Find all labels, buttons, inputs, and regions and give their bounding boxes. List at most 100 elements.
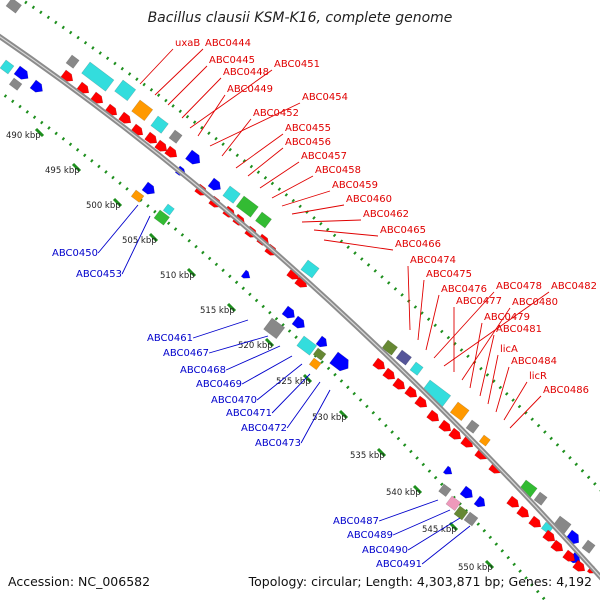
forward-gene-label: ABC0486 bbox=[543, 385, 589, 396]
gene-feature bbox=[281, 305, 295, 319]
gene-leader-line bbox=[154, 48, 204, 96]
gene-feature bbox=[459, 485, 473, 499]
gene-box bbox=[153, 209, 170, 226]
gene-feature bbox=[381, 339, 398, 356]
reverse-gene-label: ABC0467 bbox=[163, 348, 209, 359]
gene-leader-line bbox=[286, 381, 321, 429]
gene-leader-line bbox=[225, 345, 281, 371]
forward-gene-label: ABC0480 bbox=[512, 297, 558, 308]
gene-arrow bbox=[13, 65, 29, 80]
gene-arrow bbox=[207, 177, 221, 191]
gene-arrow bbox=[528, 515, 542, 528]
gene-leader-line bbox=[209, 102, 301, 147]
reverse-gene-label: ABC0489 bbox=[347, 530, 393, 541]
gene-feature bbox=[222, 185, 241, 204]
gene-box bbox=[445, 495, 462, 511]
forward-gene-label: ABC0457 bbox=[301, 151, 347, 162]
gene-leader-line bbox=[271, 175, 314, 199]
gene-arrow bbox=[392, 377, 406, 390]
gene-feature bbox=[153, 209, 170, 226]
gene-feature bbox=[315, 335, 328, 348]
gene-arrow bbox=[90, 91, 104, 104]
gene-arrow bbox=[154, 139, 168, 152]
gene-box bbox=[449, 401, 470, 422]
gene-arrow bbox=[438, 419, 452, 432]
gene-leader-line bbox=[235, 133, 284, 169]
gene-arrow bbox=[141, 181, 155, 195]
gene-box bbox=[465, 419, 480, 434]
gene-arrow bbox=[542, 529, 556, 542]
gene-box bbox=[533, 491, 548, 506]
scale-tick bbox=[484, 559, 495, 570]
gene-box bbox=[312, 347, 327, 361]
forward-gene-label: ABC0448 bbox=[223, 67, 269, 78]
gene-feature bbox=[29, 79, 43, 93]
forward-gene-label: ABC0481 bbox=[496, 324, 542, 335]
gene-box bbox=[0, 59, 15, 75]
gene-leader-line bbox=[181, 77, 222, 119]
scale-tick bbox=[34, 127, 45, 138]
gene-leader-line bbox=[378, 499, 439, 522]
scale-tick-label: 500 kbp bbox=[86, 201, 121, 211]
gene-feature bbox=[438, 483, 452, 497]
gene-feature bbox=[90, 91, 104, 104]
forward-gene-label: ABC0459 bbox=[332, 180, 378, 191]
accession-text: Accession: NC_006582 bbox=[8, 574, 151, 589]
gene-leader-line bbox=[425, 294, 440, 351]
gene-leader-line bbox=[121, 215, 151, 275]
gene-feature bbox=[81, 61, 115, 92]
gene-feature bbox=[235, 195, 259, 218]
gene-feature bbox=[465, 419, 480, 434]
gene-feature bbox=[150, 115, 169, 134]
gene-feature bbox=[255, 211, 272, 229]
gene-box bbox=[381, 339, 398, 356]
gene-leader-line bbox=[139, 48, 174, 85]
gene-box bbox=[438, 483, 452, 497]
gene-box bbox=[8, 77, 23, 91]
gene-feature bbox=[395, 349, 412, 366]
gene-leader-line bbox=[189, 69, 273, 129]
forward-gene-label: ABC0466 bbox=[395, 239, 441, 250]
gene-box bbox=[263, 317, 286, 340]
gene-feature bbox=[516, 505, 530, 518]
gene-box bbox=[235, 195, 259, 218]
gene-arrow bbox=[506, 495, 520, 508]
scale-tick-label: 520 kbp bbox=[238, 341, 273, 351]
forward-gene-label: ABC0445 bbox=[209, 55, 255, 66]
scale-tick-label: 510 kbp bbox=[160, 271, 195, 281]
forward-gene-label: ABC0482 bbox=[551, 281, 597, 292]
gene-feature bbox=[240, 269, 251, 279]
reverse-gene-label: ABC0470 bbox=[211, 395, 257, 406]
gene-arrow bbox=[459, 485, 473, 499]
gene-box bbox=[409, 361, 424, 376]
gene-box bbox=[463, 511, 479, 527]
reverse-gene-label: ABC0473 bbox=[255, 438, 301, 449]
gene-leader-line bbox=[247, 147, 284, 177]
gene-leader-line bbox=[241, 355, 293, 385]
gene-feature bbox=[5, 0, 22, 14]
gene-feature bbox=[0, 59, 15, 75]
gene-feature bbox=[154, 139, 168, 152]
forward-gene-label: ABC0474 bbox=[410, 255, 456, 266]
gene-feature bbox=[263, 317, 286, 340]
forward-gene-label: ABC0452 bbox=[253, 108, 299, 119]
gene-arrow bbox=[291, 315, 305, 329]
scale-tick bbox=[112, 197, 123, 208]
gene-feature bbox=[533, 491, 548, 506]
gene-feature bbox=[438, 419, 452, 432]
gene-box bbox=[131, 99, 154, 122]
gene-feature bbox=[207, 177, 221, 191]
gene-leader-line bbox=[392, 509, 451, 536]
gene-leader-line bbox=[323, 239, 394, 251]
gene-leader-line bbox=[407, 265, 411, 331]
forward-gene-label: ABC0456 bbox=[285, 137, 331, 148]
gene-leader-line bbox=[221, 118, 252, 157]
gene-feature bbox=[114, 79, 137, 102]
reverse-gene-label: ABC0461 bbox=[147, 333, 193, 344]
gene-box bbox=[296, 335, 318, 356]
forward-gene-label: ABC0475 bbox=[426, 269, 472, 280]
reverse-gene-label: ABC0472 bbox=[241, 423, 287, 434]
scale-tick-label: 540 kbp bbox=[386, 488, 421, 498]
gene-arrow bbox=[414, 395, 428, 408]
